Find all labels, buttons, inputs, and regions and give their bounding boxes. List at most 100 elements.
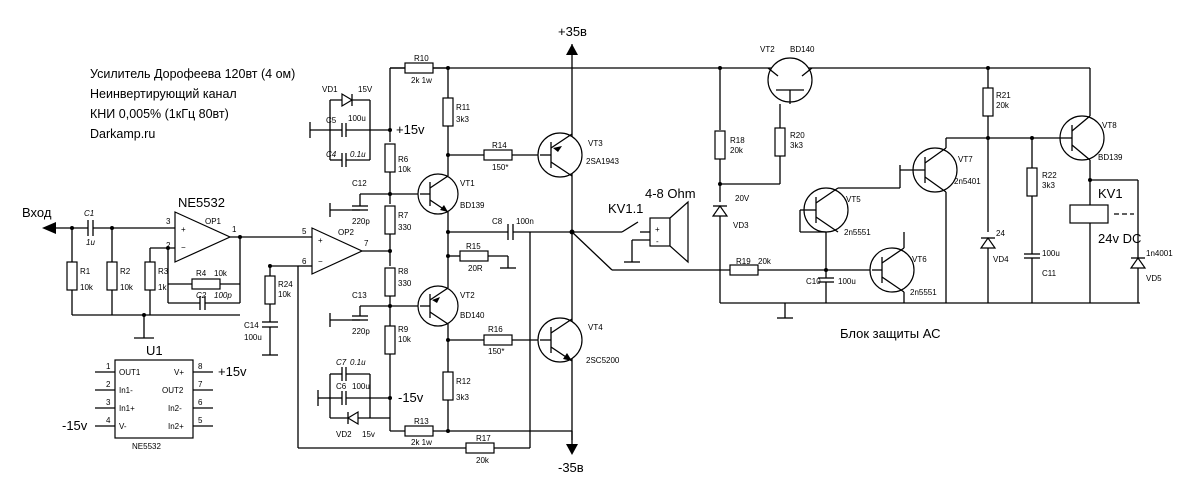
c6-ref: C6 [336, 382, 347, 391]
r8-resistor [384, 267, 396, 297]
info-site: Darkamp.ru [90, 127, 155, 141]
vt5-transistor: VT5 2n5551 [800, 187, 871, 237]
r3-resistor [144, 261, 156, 291]
protection-block: Блок защиты АС VT2 BD140 R18 20k R20 3k3… [711, 45, 1173, 341]
c11-ref: C11 [1042, 269, 1057, 278]
r20-resistor [774, 127, 786, 157]
n15-label: -15v [398, 390, 424, 405]
vt6-transistor: VT6 2n5551 [869, 247, 937, 297]
protect-title: Блок защиты АС [840, 326, 940, 341]
r2-val: 10k [120, 283, 134, 292]
r12-ref: R12 [456, 377, 471, 386]
c11-val: 100u [1042, 249, 1060, 258]
c12-val: 220p [352, 217, 370, 226]
op2-pin7: 7 [364, 239, 369, 248]
kv1-relay-coil [1069, 204, 1109, 224]
r22-val: 3k3 [1042, 181, 1055, 190]
u1-part: NE5532 [132, 442, 161, 451]
vd2-val: 15v [362, 430, 375, 439]
op2-name: OP2 [338, 228, 355, 237]
vd3-val: 20V [735, 194, 750, 203]
vt4-part: 2SC5200 [586, 356, 620, 365]
r10-val: 2k 1w [411, 76, 432, 85]
r14-resistor [483, 149, 513, 161]
op1-pin3: 3 [166, 217, 171, 226]
r12-resistor [442, 371, 454, 401]
r15-val: 20R [468, 264, 483, 273]
vt3-transistor: VT3 2SA1943 [537, 132, 619, 178]
svg-text:7: 7 [198, 380, 203, 389]
input-section: Вход C1 1u R1 10k R2 10k [22, 205, 240, 339]
svg-text:In2+: In2+ [168, 422, 184, 431]
vt5-ref: VT5 [846, 195, 861, 204]
svg-text:4: 4 [106, 416, 111, 425]
r21-val: 20k [996, 101, 1010, 110]
vt2p-transistor: VT2 BD140 [760, 45, 815, 104]
speaker-plus: + [655, 225, 660, 234]
r8-val: 330 [398, 279, 412, 288]
op2-pin6: 6 [302, 257, 307, 266]
vd3-ref: VD3 [733, 221, 749, 230]
r4-val: 10k [214, 269, 228, 278]
r24-ref: R24 [278, 280, 293, 289]
r15-ref: R15 [466, 242, 481, 251]
svg-text:+: + [318, 236, 323, 245]
r11-ref: R11 [456, 103, 471, 112]
r18-resistor [714, 130, 726, 160]
r17-ref: R17 [476, 434, 491, 443]
vt2p-part: BD140 [790, 45, 815, 54]
r16-val: 150* [488, 347, 504, 356]
c12-ref: C12 [352, 179, 367, 188]
r13-resistor [404, 425, 434, 437]
vt6-part: 2n5551 [910, 288, 937, 297]
r22-ref: R22 [1042, 171, 1057, 180]
svg-text:OUT2: OUT2 [162, 386, 184, 395]
vd5-ref: VD5 [1146, 274, 1162, 283]
c4-val: 0.1u [350, 150, 366, 159]
c1-ref: C1 [84, 209, 94, 218]
r17-resistor [465, 442, 495, 454]
c1-val: 1u [86, 238, 95, 247]
r18-ref: R18 [730, 136, 745, 145]
vd3-diode [711, 204, 729, 217]
c13-ref: C13 [352, 291, 367, 300]
kv1-val: 24v DC [1098, 231, 1141, 246]
c10-ref: C10 [806, 277, 821, 286]
r7-resistor [384, 205, 396, 235]
svg-text:V-: V- [119, 422, 127, 431]
u1-ref: U1 [146, 343, 163, 358]
op1-pin2: 2 [166, 241, 171, 250]
op1-name: OP1 [205, 217, 222, 226]
vd1-val: 15V [358, 85, 373, 94]
supply-bottom: C7 0.1u C6 100u VD2 15v R13 2k 1w [317, 358, 450, 447]
r11-val: 3k3 [456, 115, 469, 124]
rail-positive: +35в [390, 24, 1090, 440]
c2-ref: C2 [196, 291, 207, 300]
vt8-part: BD139 [1098, 153, 1123, 162]
vd2-ref: VD2 [336, 430, 352, 439]
u1-body [114, 359, 194, 439]
c7-val: 0.1u [350, 358, 366, 367]
r18-val: 20k [730, 146, 744, 155]
r16-resistor [483, 334, 513, 346]
vt3-ref: VT3 [588, 139, 603, 148]
r14-ref: R14 [492, 141, 507, 150]
r13-val: 2k 1w [411, 438, 432, 447]
relay-contact-label: KV1.1 [608, 201, 643, 216]
vd2-diode [346, 410, 359, 426]
input-label: Вход [22, 205, 52, 220]
r1-resistor [66, 261, 78, 291]
vd5-val: 1n4001 [1146, 249, 1173, 258]
r10-resistor [404, 62, 434, 74]
svg-text:OUT1: OUT1 [119, 368, 141, 377]
svg-text:In1-: In1- [119, 386, 133, 395]
svg-text:V+: V+ [174, 368, 184, 377]
speaker-minus: - [656, 237, 659, 246]
supply-top: R10 2k 1w VD1 15V C5 100u C4 0.1u +15v [309, 54, 450, 167]
op2-stage: + − OP2 5 6 7 R17 20k R24 10k C14 100u [244, 227, 531, 465]
r8-ref: R8 [398, 267, 409, 276]
r12-val: 3k3 [456, 393, 469, 402]
r7-val: 330 [398, 223, 412, 232]
vt3-part: 2SA1943 [586, 157, 619, 166]
